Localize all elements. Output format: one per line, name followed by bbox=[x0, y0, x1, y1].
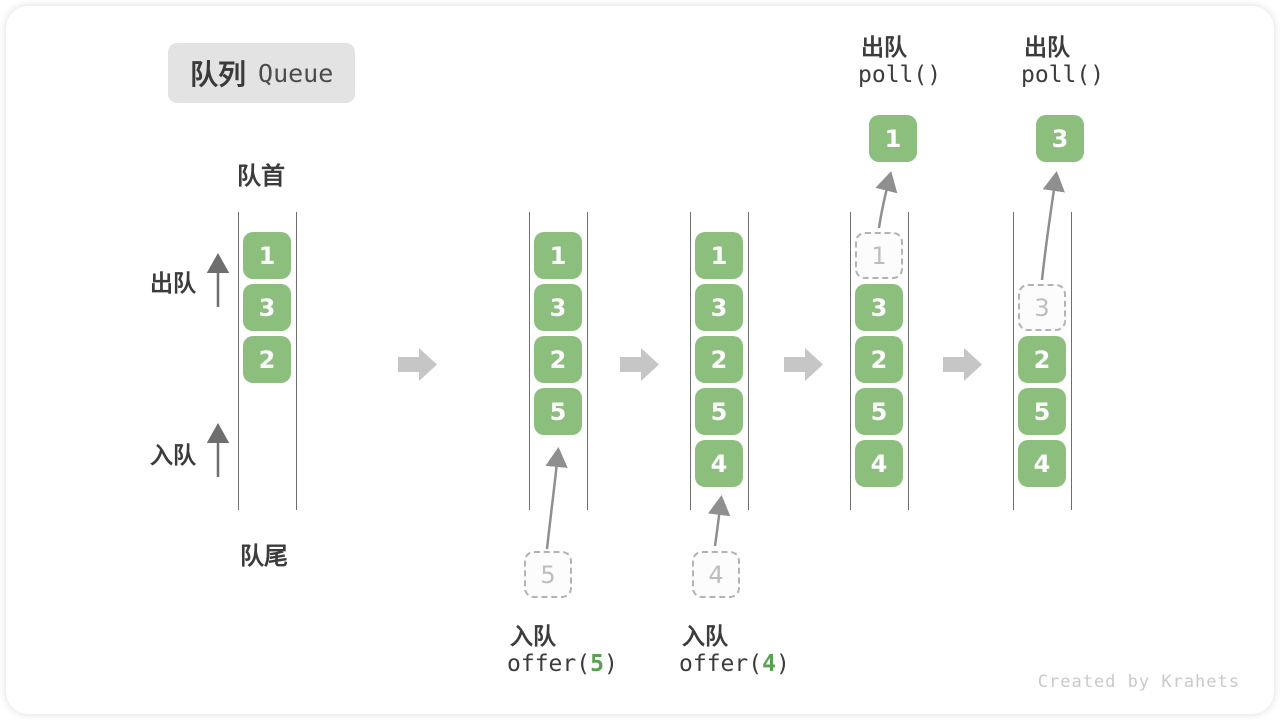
title-badge: 队列 Queue bbox=[168, 43, 356, 103]
dequeue-side-label: 出队 bbox=[150, 270, 196, 296]
queue-cell-value: 2 bbox=[534, 336, 582, 383]
title-en: Queue bbox=[258, 58, 334, 88]
queue-cell-value: 4 bbox=[855, 440, 903, 487]
queue-rear-label: 队尾 bbox=[240, 543, 288, 570]
poll-op-code: poll() bbox=[858, 62, 942, 88]
poll-op-label: 出队 bbox=[1024, 34, 1070, 60]
pending-enqueue-cell: 5 bbox=[524, 551, 572, 598]
queue-cell-value: 2 bbox=[855, 336, 903, 383]
queue-cell-value: 1 bbox=[243, 232, 291, 279]
offer-op-code: offer(4) bbox=[679, 651, 790, 677]
popped-cell: 3 bbox=[1036, 115, 1084, 162]
title-zh: 队列 bbox=[190, 59, 247, 90]
watermark: Created by Krahets bbox=[1037, 672, 1240, 692]
queue-column-1 bbox=[238, 212, 297, 510]
offer-op-label: 入队 bbox=[510, 623, 556, 649]
code-post: ) bbox=[603, 651, 618, 677]
queue-cell-value: 3 bbox=[855, 284, 903, 331]
enqueue-side-label: 入队 bbox=[150, 442, 196, 468]
queue-cell-value: 5 bbox=[855, 388, 903, 435]
code-post: ) bbox=[775, 651, 790, 677]
queue-cell-value: 1 bbox=[695, 232, 743, 279]
queue-cell-value: 4 bbox=[695, 440, 743, 487]
offer-op-label: 入队 bbox=[682, 623, 728, 649]
queue-cell-value: 2 bbox=[243, 336, 291, 383]
queue-column-5 bbox=[1013, 212, 1072, 510]
poll-op-code: poll() bbox=[1021, 62, 1105, 88]
code-arg: 4 bbox=[762, 651, 776, 677]
queue-cell-removed: 1 bbox=[855, 232, 903, 279]
queue-column-2 bbox=[529, 212, 588, 510]
pending-enqueue-cell: 4 bbox=[692, 551, 740, 598]
queue-cell-value: 3 bbox=[534, 284, 582, 331]
code-arg: 5 bbox=[590, 651, 604, 677]
popped-cell: 1 bbox=[869, 115, 917, 162]
queue-cell-removed: 3 bbox=[1018, 284, 1066, 331]
queue-cell-value: 2 bbox=[695, 336, 743, 383]
queue-front-label: 队首 bbox=[237, 163, 285, 190]
queue-cell-value: 5 bbox=[1018, 388, 1066, 435]
queue-cell-value: 4 bbox=[1018, 440, 1066, 487]
queue-column-3 bbox=[690, 212, 749, 510]
queue-cell-value: 3 bbox=[243, 284, 291, 331]
queue-column-4 bbox=[850, 212, 909, 510]
poll-op-label: 出队 bbox=[861, 34, 907, 60]
code-pre: offer( bbox=[507, 651, 591, 677]
queue-cell-value: 2 bbox=[1018, 336, 1066, 383]
offer-op-code: offer(5) bbox=[507, 651, 618, 677]
code-pre: offer( bbox=[679, 651, 763, 677]
queue-cell-value: 1 bbox=[534, 232, 582, 279]
queue-cell-value: 3 bbox=[695, 284, 743, 331]
queue-cell-value: 5 bbox=[534, 388, 582, 435]
queue-cell-value: 5 bbox=[695, 388, 743, 435]
